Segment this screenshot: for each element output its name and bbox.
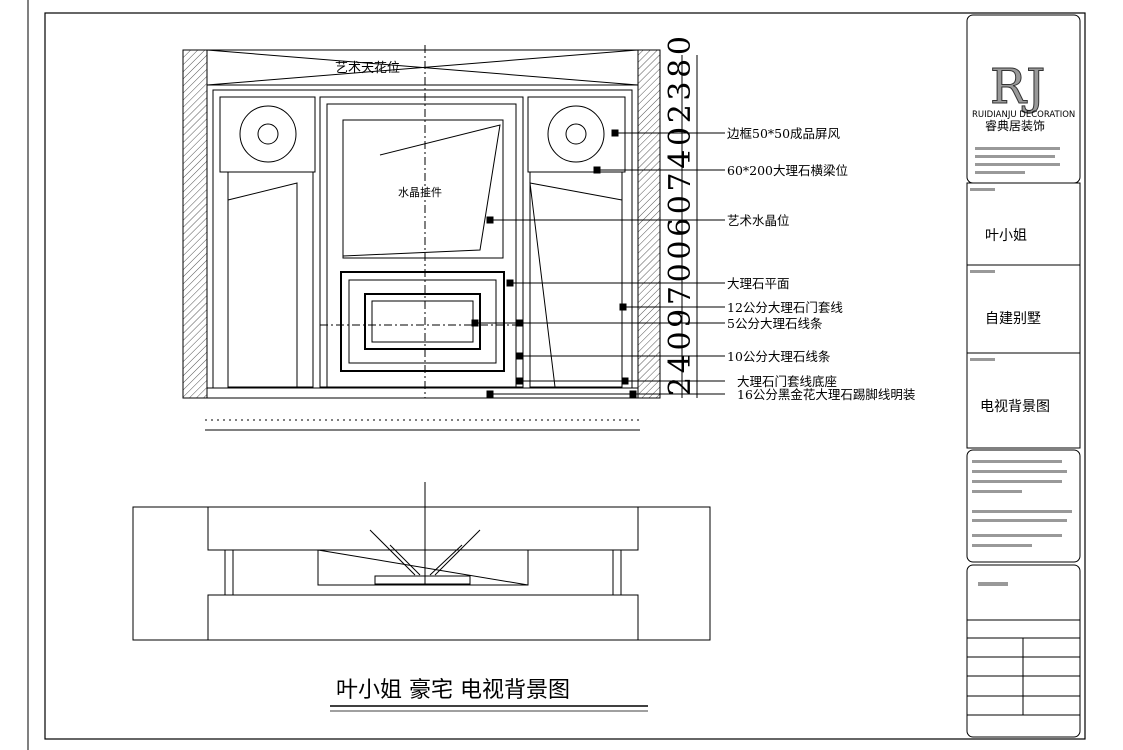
annotation-label: 10公分大理石线条 <box>727 349 831 364</box>
sheet-border <box>44 12 1086 740</box>
company-address-text <box>970 147 1072 586</box>
tv-wall-elevation <box>182 45 698 431</box>
annotation-label: 16公分黑金花大理石踢脚线明装 <box>737 387 915 402</box>
company-name-cn: 睿典居装饰 <box>985 118 1045 133</box>
drawing-name: 电视背景图 <box>980 399 1050 415</box>
vertical-dimensions: 2409700607402380 <box>663 36 698 396</box>
client-name: 叶小姐 <box>985 228 1027 244</box>
annotation-label: 12公分大理石门套线 <box>727 300 843 315</box>
annotation-label: 5公分大理石线条 <box>727 316 823 331</box>
annotation-leaders <box>471 129 725 398</box>
drawing-title: 叶小姐 豪宅 电视背景图 <box>336 678 570 703</box>
annotation-label: 艺术水晶位 <box>727 213 790 228</box>
annotation-label: 边框50*50成品屏风 <box>727 126 841 141</box>
company-logo: RJ <box>990 59 1045 115</box>
tv-wall-plan <box>132 482 711 641</box>
annotation-label: 大理石平面 <box>727 276 790 291</box>
ceiling-label: 艺术天花位 <box>335 60 400 76</box>
title-block <box>966 14 1081 738</box>
company-name-en: RUIDIANJU DECORATION <box>972 110 1075 120</box>
annotation-label: 大理石门套线底座 <box>737 374 837 389</box>
crystal-label: 水晶挂件 <box>398 185 442 199</box>
annotation-label: 60*200大理石横梁位 <box>727 163 848 178</box>
project-name: 自建别墅 <box>985 311 1041 327</box>
